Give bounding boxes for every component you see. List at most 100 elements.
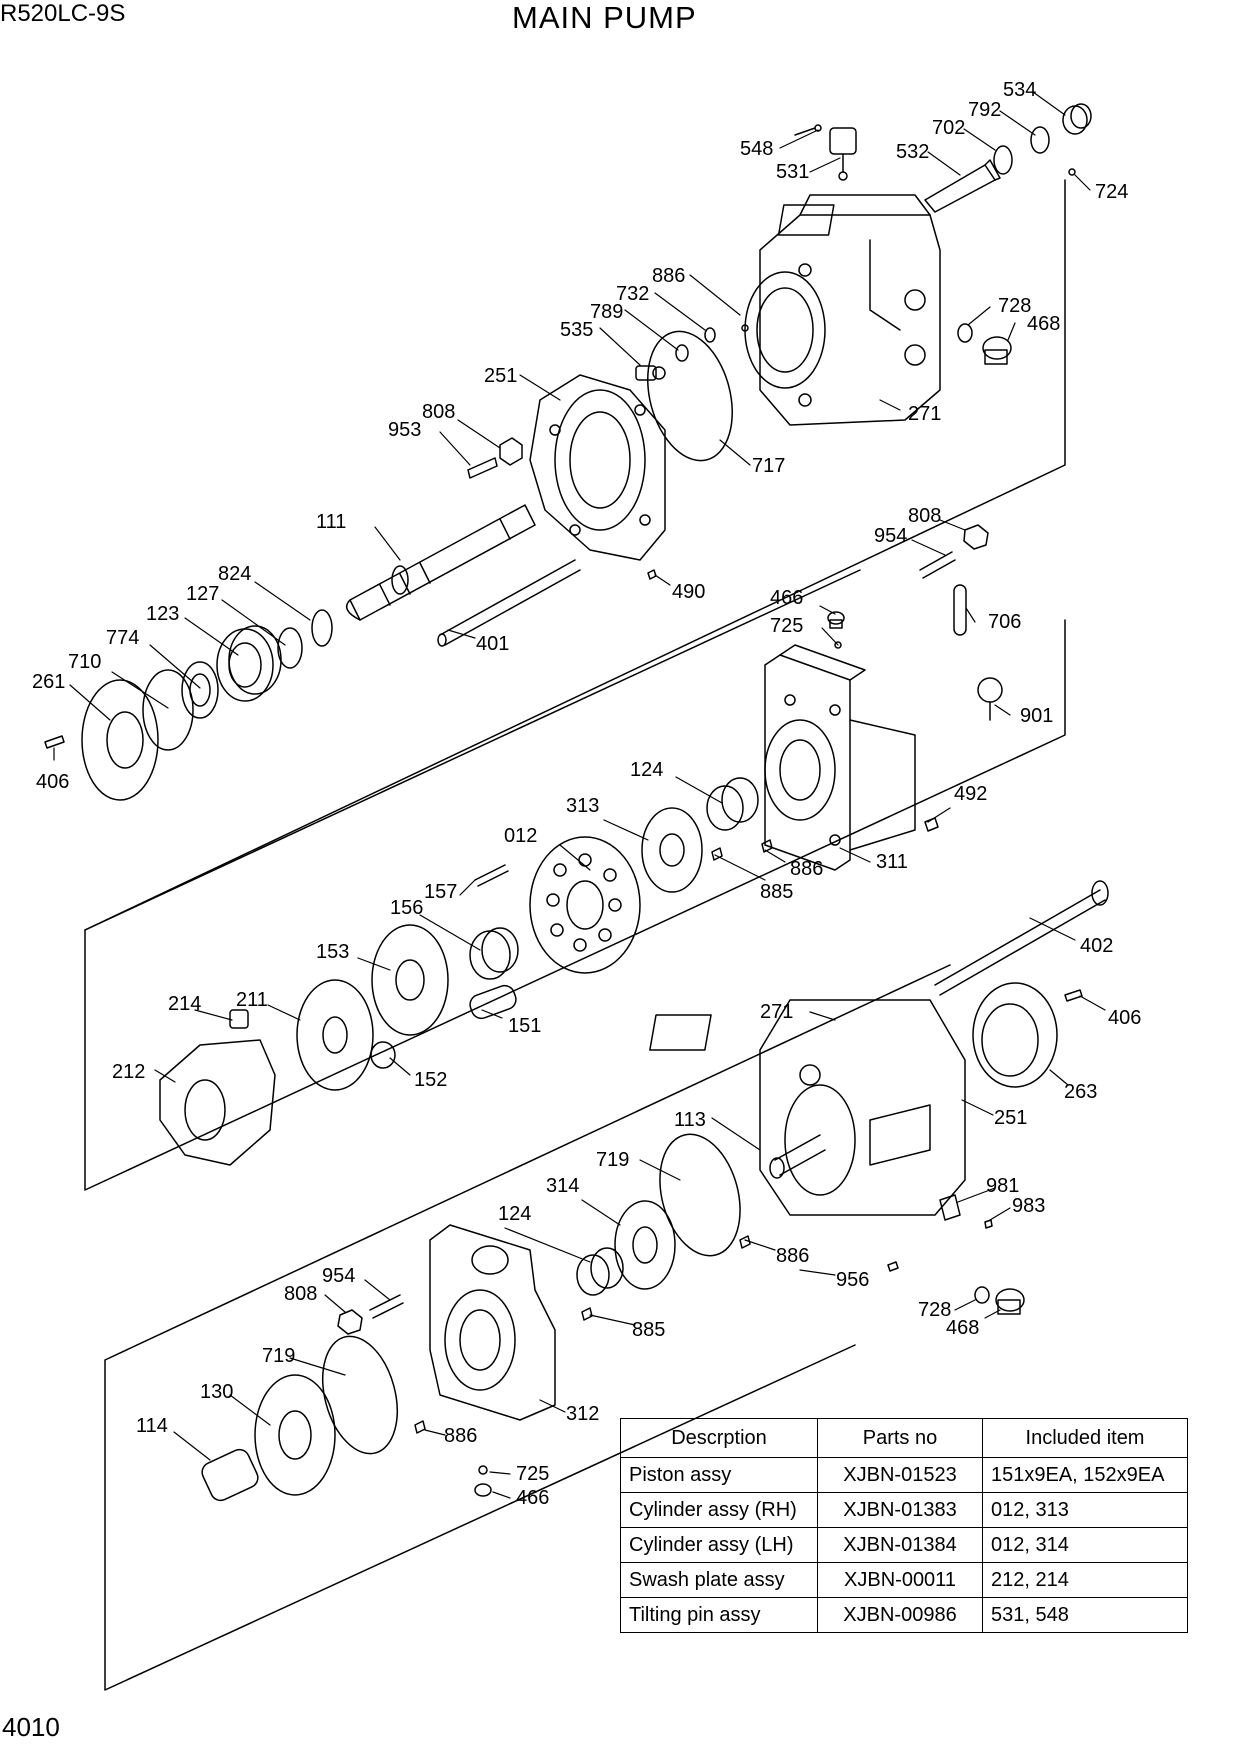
part-label: 406 xyxy=(36,771,69,793)
part-label: 702 xyxy=(932,117,965,139)
part-label: 808 xyxy=(422,401,455,423)
part-label: 983 xyxy=(1012,1195,1045,1217)
plug-part xyxy=(827,611,845,629)
coupling-part xyxy=(201,1448,259,1502)
name-plate-part xyxy=(939,1194,961,1221)
part-label: 719 xyxy=(262,1345,295,1367)
o-ring-part xyxy=(647,330,733,462)
part-label: 124 xyxy=(630,759,663,781)
part-label: 111 xyxy=(316,511,346,533)
assembly-plane-lower xyxy=(104,964,951,1691)
cell-included-item: 012, 314 xyxy=(982,1527,1188,1563)
retainer-plate-part xyxy=(371,924,449,1036)
part-label: 953 xyxy=(388,419,421,441)
part-label: 402 xyxy=(1080,935,1113,957)
nut-part xyxy=(963,524,989,550)
part-label: 261 xyxy=(32,671,65,693)
pin-part xyxy=(887,1261,899,1272)
cell-parts-no: XJBN-01383 xyxy=(817,1492,983,1528)
bolt-part xyxy=(44,735,65,749)
drive-shaft-part xyxy=(769,1134,826,1179)
part-label: 312 xyxy=(566,1403,599,1425)
table-row: Tilting pin assy XJBN-00986 531, 548 xyxy=(620,1597,1188,1633)
needle-bearing-part xyxy=(706,777,759,831)
table-row: Cylinder assy (RH) XJBN-01383 012, 313 xyxy=(620,1492,1188,1528)
part-label: 732 xyxy=(616,283,649,305)
part-label: 886 xyxy=(444,1425,477,1447)
part-label: 981 xyxy=(986,1175,1019,1197)
seal-cover-part xyxy=(81,679,159,801)
stud-part xyxy=(467,457,498,479)
leader-lines xyxy=(53,91,1106,1499)
cylinder-block-part xyxy=(529,836,641,974)
cell-included-item: 012, 313 xyxy=(982,1492,1188,1528)
part-label: 532 xyxy=(896,141,929,163)
o-ring-part xyxy=(322,1335,398,1455)
o-ring-part xyxy=(659,1133,741,1257)
cell-parts-no: XJBN-00986 xyxy=(817,1597,983,1633)
part-label: 774 xyxy=(106,627,139,649)
part-label: 130 xyxy=(200,1381,233,1403)
pump-casing-rear-part xyxy=(744,194,941,426)
header-included-item: Included item xyxy=(982,1418,1188,1458)
plug-part xyxy=(474,1483,492,1497)
o-ring-part xyxy=(704,327,716,343)
part-label: 885 xyxy=(760,881,793,903)
valve-plate-part xyxy=(641,807,703,893)
part-label: 954 xyxy=(322,1265,355,1287)
table-row: Swash plate assy XJBN-00011 212, 214 xyxy=(620,1562,1188,1598)
stud-part xyxy=(369,1294,404,1319)
o-ring-part xyxy=(953,584,967,636)
part-label: 492 xyxy=(954,783,987,805)
cell-description: Cylinder assy (LH) xyxy=(620,1527,818,1563)
o-ring-part xyxy=(675,344,689,362)
pin-part xyxy=(581,1307,593,1321)
part-label: 124 xyxy=(498,1203,531,1225)
part-label: 466 xyxy=(516,1487,549,1509)
drive-shaft-part xyxy=(345,504,536,621)
part-label: 901 xyxy=(1020,705,1053,727)
rivet-part xyxy=(984,1219,993,1229)
assembly-plane-middle xyxy=(84,569,861,931)
part-label: 401 xyxy=(476,633,509,655)
part-label: 468 xyxy=(946,1317,979,1339)
part-label: 886 xyxy=(652,265,685,287)
pin-part xyxy=(711,847,723,861)
part-label: 214 xyxy=(168,993,201,1015)
part-label: 824 xyxy=(218,563,251,585)
valve-plate-part xyxy=(614,1200,676,1290)
cell-description: Piston assy xyxy=(620,1457,818,1493)
eye-bolt-part xyxy=(977,677,1003,721)
part-label: 531 xyxy=(776,161,809,183)
part-label: 725 xyxy=(770,615,803,637)
part-number-labels: 534 792 702 532 548 531 724 886 732 789 … xyxy=(32,79,1141,1509)
tie-bolt-part xyxy=(934,880,1109,996)
header-parts-no: Parts no xyxy=(817,1418,983,1458)
part-label: 156 xyxy=(390,897,423,919)
part-label: 152 xyxy=(414,1069,447,1091)
part-label: 406 xyxy=(1108,1007,1141,1029)
table-row: Cylinder assy (LH) XJBN-01384 012, 314 xyxy=(620,1527,1188,1563)
part-label: 728 xyxy=(918,1299,951,1321)
o-ring-part xyxy=(834,641,842,649)
part-label: 725 xyxy=(516,1463,549,1485)
pin-part xyxy=(414,1420,426,1434)
part-label: 548 xyxy=(740,138,773,160)
part-label: 311 xyxy=(876,851,908,873)
snap-ring-part xyxy=(311,609,333,647)
part-label: 886 xyxy=(790,858,823,880)
spacer-part xyxy=(277,627,303,669)
part-label: 808 xyxy=(284,1283,317,1305)
cell-included-item: 212, 214 xyxy=(982,1562,1188,1598)
pin-part xyxy=(739,1235,751,1249)
part-label: 468 xyxy=(1027,313,1060,335)
part-label: 157 xyxy=(424,881,457,903)
part-label: 534 xyxy=(1003,79,1036,101)
plug-part xyxy=(1068,168,1076,176)
part-label: 710 xyxy=(68,651,101,673)
cell-included-item: 531, 548 xyxy=(982,1597,1188,1633)
page-title: MAIN PUMP xyxy=(512,0,697,35)
model-number: R520LC-9S xyxy=(0,0,126,27)
part-label: 251 xyxy=(484,365,517,387)
adjust-screw-part xyxy=(924,159,1001,213)
